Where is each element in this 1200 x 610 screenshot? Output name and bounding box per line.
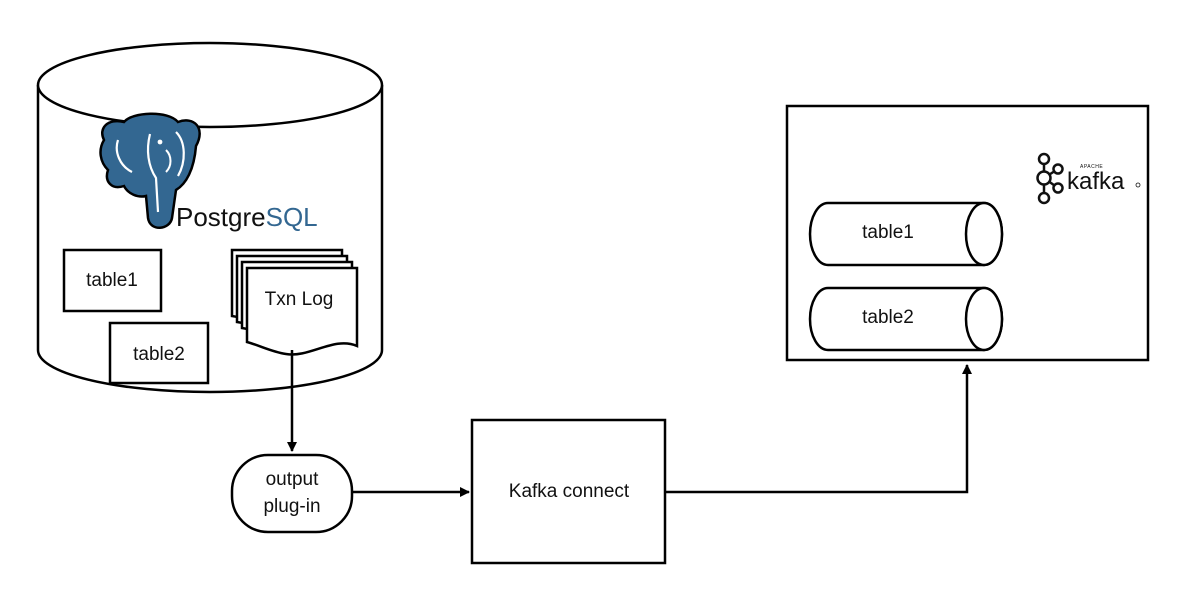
arrow-connect-to-kafka	[665, 364, 972, 494]
kafka-logo-wordmark: kafka	[1067, 168, 1125, 195]
postgres-table1-label: table1	[86, 270, 138, 291]
postgresql-wordmark: PostgreSQL	[176, 202, 318, 232]
postgres-table1-box	[62, 248, 163, 313]
postgres-table2-label: table2	[133, 344, 185, 365]
output-plugin-node	[230, 453, 354, 534]
kafka-logo-apache-text: APACHE	[1080, 164, 1103, 170]
postgresql-elephant-icon	[99, 112, 201, 229]
output-plugin-label-line1: output	[266, 469, 320, 490]
kafka-topic-table2	[808, 286, 1004, 352]
kafka-topic-table1	[808, 201, 1004, 267]
txn-log-label: Txn Log	[265, 289, 334, 310]
output-plugin-label-line2: plug-in	[263, 496, 320, 517]
kafka-connect-label: Kafka connect	[509, 481, 630, 502]
wordmark-postgre: Postgre	[176, 202, 266, 232]
kafka-topic-table1-label: table1	[862, 222, 914, 243]
kafka-connect-box	[470, 418, 667, 565]
wordmark-sql: SQL	[266, 202, 318, 232]
kafka-registered-mark-icon	[1135, 182, 1141, 188]
apache-kafka-icon	[1036, 152, 1064, 205]
txn-log-document-stack	[230, 248, 359, 356]
kafka-topic-table2-label: table2	[862, 307, 914, 328]
postgres-table2-box	[108, 321, 210, 385]
